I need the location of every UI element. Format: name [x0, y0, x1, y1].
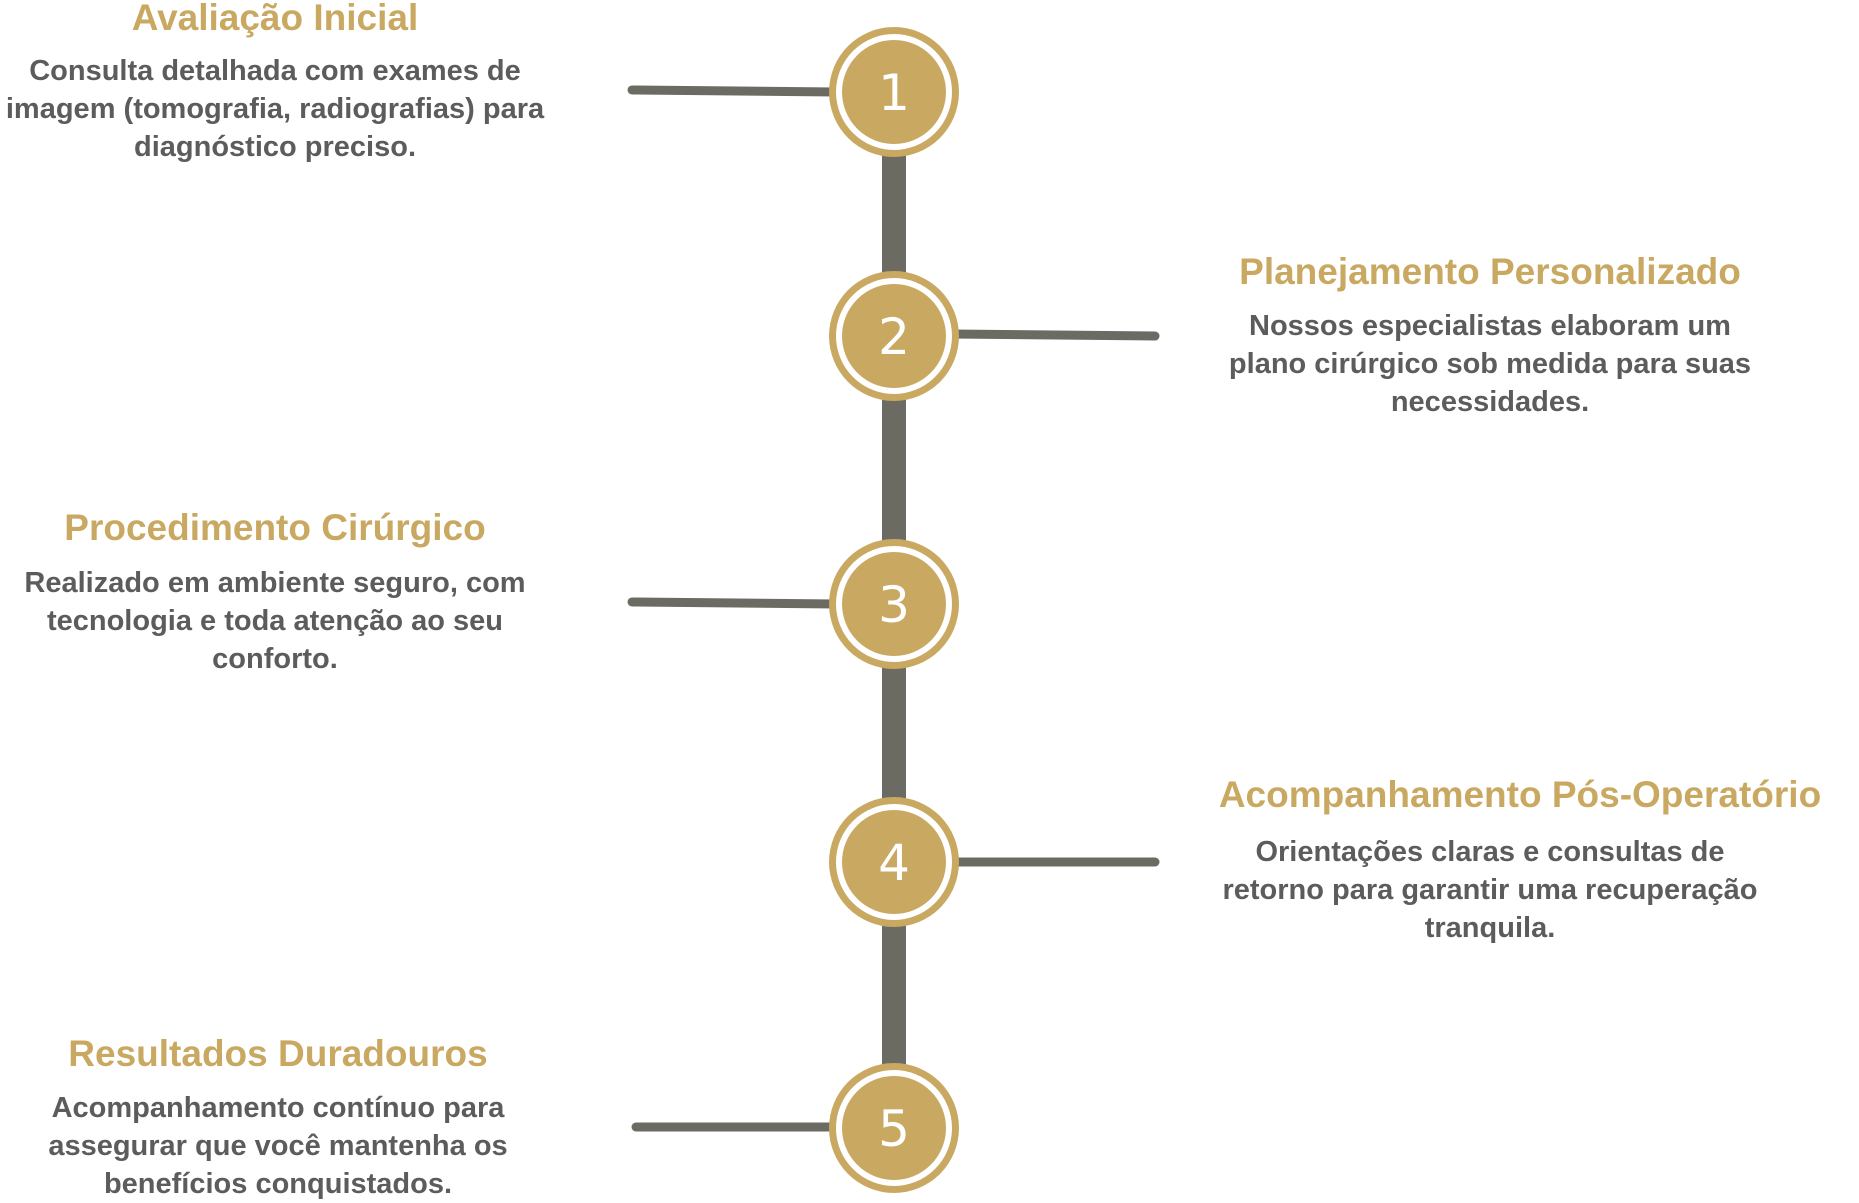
step-3-title: Procedimento Cirúrgico	[64, 507, 486, 548]
step-2-title: Planejamento Personalizado	[1239, 251, 1741, 292]
step-5-number: 5	[878, 1100, 910, 1158]
step-5-node: 5	[829, 1063, 959, 1193]
step-4-description: Orientações claras e consultas de retorn…	[1222, 836, 1758, 944]
step-2-description: Nossos especialistas elaboram um plano c…	[1228, 310, 1752, 418]
step-1-connector	[627, 85, 841, 97]
step-3-number: 3	[878, 576, 910, 634]
step-3-description: Realizado em ambiente seguro, com tecnol…	[24, 567, 526, 675]
step-1-description: Consulta detalhada com exames de imagem …	[5, 55, 545, 163]
step-5-description: Acompanhamento contínuo para assegurar q…	[48, 1092, 508, 1200]
step-2-connector	[947, 329, 1160, 341]
step-1-number: 1	[878, 64, 910, 122]
step-2-number: 2	[878, 308, 910, 366]
step-4-number: 4	[878, 834, 910, 892]
step-2-node: 2	[829, 271, 959, 401]
step-5-title: Resultados Duradouros	[68, 1033, 488, 1074]
step-4-title: Acompanhamento Pós-Operatório	[1218, 774, 1822, 815]
step-1-title: Avaliação Inicial	[131, 0, 419, 38]
step-3-connector	[627, 597, 841, 609]
step-3-node: 3	[829, 539, 959, 669]
step-4-node: 4	[829, 797, 959, 927]
step-1-node: 1	[829, 27, 959, 157]
